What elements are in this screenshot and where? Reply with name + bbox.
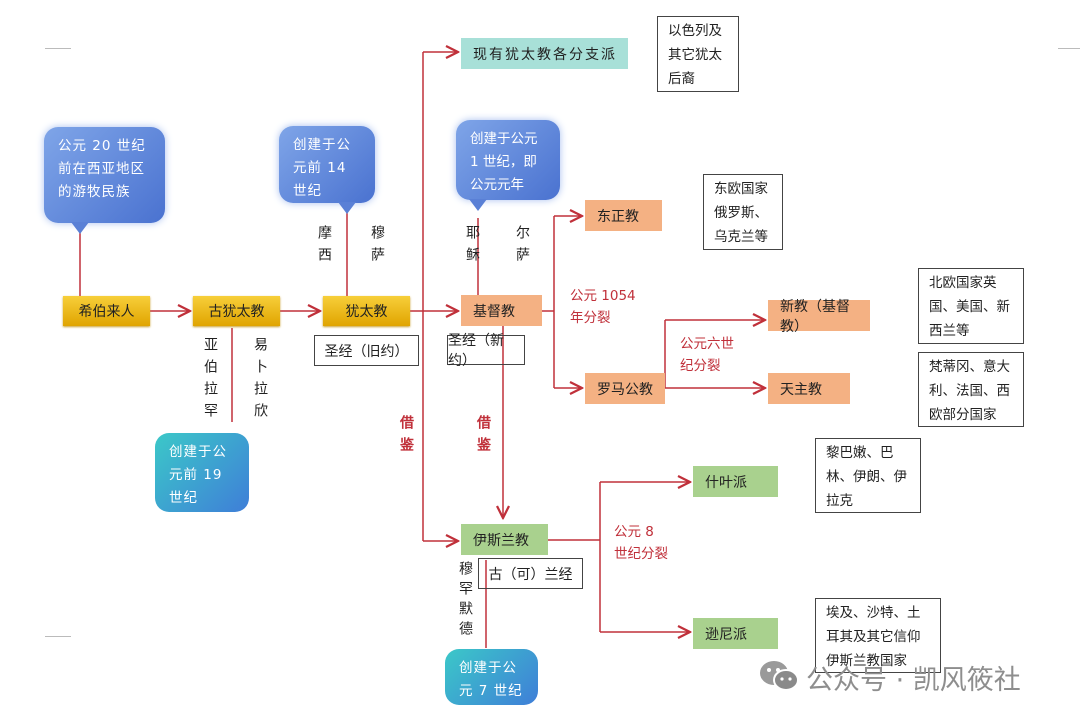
callout-tail [338, 202, 356, 214]
founder-muhammad: 穆罕默德 [457, 561, 473, 641]
node-roman-catholic: 罗马公教 [585, 373, 665, 404]
node-judaism-branches: 现有犹太教各分支派 [461, 38, 628, 69]
callout-hebrews: 公元 20 世纪前在西亚地区的游牧民族 [44, 127, 165, 223]
region-note-shia: 黎巴嫩、巴林、伊朗、伊拉克 [815, 438, 921, 513]
borrow-label: 借鉴 [398, 415, 414, 459]
node-shia: 什叶派 [693, 466, 778, 497]
founder-ibrahim: 易卜拉欣 [252, 337, 268, 425]
callout-judaism: 创建于公元前 14 世纪 [279, 126, 375, 203]
node-ancient-judaism: 古犹太教 [193, 296, 280, 326]
scripture-new-testament: 圣经（新约） [447, 333, 525, 369]
node-protestant: 新教（基督教） [768, 299, 870, 335]
node-orthodox: 东正教 [585, 200, 662, 231]
region-note-orthodox: 东欧国家俄罗斯、乌克兰等 [703, 174, 783, 250]
callout-christianity: 创建于公元 1 世纪，即公元元年 [456, 120, 560, 200]
node-catholic: 天主教 [768, 373, 850, 404]
region-note-catholic: 梵蒂冈、意大利、法国、西欧部分国家 [918, 352, 1024, 427]
callout-ancient-judaism: 创建于公元前 19 世纪 [155, 433, 249, 512]
corner-mark [1058, 48, 1080, 49]
founder-musa: 穆萨 [369, 225, 385, 269]
watermark-text: 公众号 · 凯风筱社 [806, 665, 1021, 696]
node-islam: 伊斯兰教 [461, 524, 548, 555]
region-note-judaism: 以色列及其它犹太后裔 [657, 16, 739, 92]
region-note-protestant: 北欧国家英国、美国、新西兰等 [918, 268, 1024, 344]
borrow-label: 借鉴 [475, 415, 491, 459]
wechat-icon [760, 661, 799, 691]
split-1054-label: 公元 1054 年分裂 [570, 288, 636, 326]
callout-tail [71, 222, 89, 234]
corner-mark [45, 636, 71, 637]
callout-tail [469, 199, 487, 211]
region-note-sunni: 埃及、沙特、土耳其及其它信仰伊斯兰教国家 [815, 598, 941, 673]
scripture-quran: 古（可）兰经 [478, 558, 583, 589]
founder-abraham: 亚伯拉罕 [202, 337, 218, 425]
scripture-old-testament: 圣经（旧约） [314, 335, 419, 366]
founder-isa: 尔萨 [514, 225, 530, 269]
callout-islam: 创建于公元 7 世纪 [445, 649, 538, 705]
node-hebrews: 希伯来人 [63, 296, 150, 326]
split-eighth-century-label: 公元 8 世纪分裂 [614, 524, 668, 562]
corner-mark [45, 48, 71, 49]
node-christianity: 基督教 [461, 295, 542, 326]
node-sunni: 逊尼派 [693, 618, 778, 649]
founder-jesus: 耶稣 [464, 225, 480, 269]
node-judaism: 犹太教 [323, 296, 410, 326]
split-sixth-century-label: 公元六世纪分裂 [680, 336, 734, 374]
founder-moses: 摩西 [316, 225, 332, 269]
